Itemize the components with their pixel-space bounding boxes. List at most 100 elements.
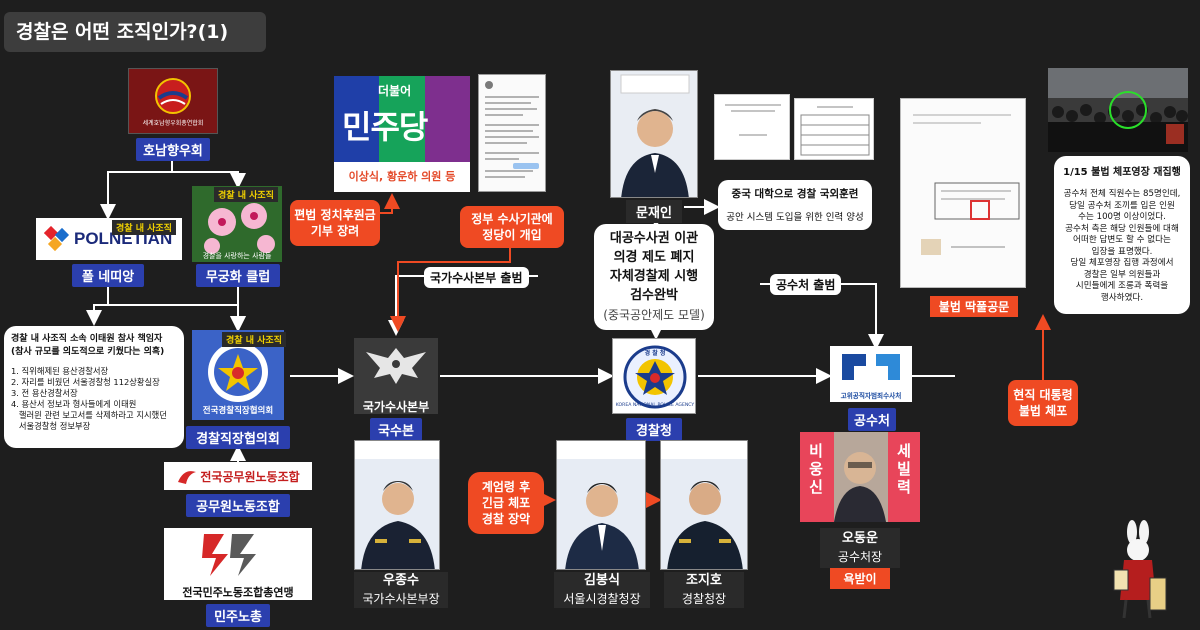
edge-hohyang-polnetian <box>100 160 173 220</box>
label-abuse: 욕받이 <box>830 568 890 589</box>
hohyang-emblem-text: 세계호남향우회총연합회 <box>142 119 204 127</box>
martial-box: 계엄령 후 긴급 체포 경찰 장악 <box>468 472 544 534</box>
person-portrait-icon <box>611 71 697 197</box>
edge-donation-minjoo <box>378 193 400 214</box>
police-emblem-text: KOREA NATIONAL POLICE AGENCY <box>615 403 695 408</box>
gukga-logo: 국가수사본부 <box>354 338 438 414</box>
protest-scene-icon <box>800 432 920 522</box>
central-line: 검수완박 <box>630 287 678 303</box>
itaewon-item: 3. 전 용산경찰서장 <box>11 388 78 399</box>
crowd-photo <box>1048 68 1188 152</box>
caption-oh: 오동운 공수처장 <box>820 528 900 569</box>
central-sub: (중국공안제도 모델) <box>603 308 705 323</box>
edge-hohyang-mugunghwa <box>171 160 246 189</box>
china-box: 중국 대학으로 경찰 국외훈련 공안 시스템 도입을 위한 인력 양성 <box>718 180 872 230</box>
polnetian-icon <box>44 226 70 252</box>
itaewon-item: 4. 용산서 정보과 형사들에게 이태원 핼러윈 관련 보고서를 삭제하라고 지… <box>11 399 167 431</box>
arrest-box: 현직 대통령 불법 체포 <box>1008 380 1078 426</box>
central-line: 의경 제도 폐지 <box>613 249 695 265</box>
person-role-kim: 서울시경찰청장 <box>563 591 641 606</box>
person-role-jo: 경찰청장 <box>681 591 727 606</box>
minju-logo-text: 전국민주노동조합총연맹 <box>182 586 294 599</box>
itaewon-item: 1. 직위해제된 용산경찰서장 <box>11 366 109 377</box>
police-top-text: 경 찰 청 <box>644 350 666 357</box>
edge-label-gukga: 국가수사본부 출범 <box>424 267 529 288</box>
caption-jo: 조지호 경찰청장 <box>664 572 744 609</box>
caption-woo: 우종수 국가수사본부장 <box>354 572 448 609</box>
person-name-woo: 우종수 <box>383 573 419 588</box>
hohyang-logo: 세계호남향우회총연합회 <box>128 68 218 134</box>
edge-intervene-gukga <box>390 248 511 332</box>
document-table-icon <box>800 106 870 156</box>
minjoo-top-text: 더불어 <box>378 84 412 98</box>
label-police: 경찰청 <box>626 418 682 441</box>
person-name-jo: 조지호 <box>686 573 722 588</box>
illegal-document <box>900 98 1026 288</box>
photo-woo <box>354 440 440 570</box>
photo-kim <box>556 440 646 570</box>
union-logo-text: 전국공무원노동조합 <box>200 469 300 484</box>
document-lines-icon <box>725 104 781 136</box>
rabbit-illustration <box>1104 520 1170 622</box>
edge-polnetian-council <box>107 285 246 332</box>
label-gongsucheo: 공수처 <box>848 408 896 431</box>
label-council: 경찰직장협의회 <box>186 426 290 449</box>
post-text-lines <box>485 81 539 178</box>
gongsucheo-logo-text: 고위공직자범죄수사처 <box>840 392 902 400</box>
donation-box: 편법 정치후원금 기부 장려 <box>290 200 380 246</box>
rabbit-icon <box>1113 520 1167 619</box>
tag-mugunghwa: 경찰 내 사조직 <box>214 187 278 202</box>
person-uniform-icon-2 <box>661 441 747 569</box>
union-logo: 전국공무원노동조합 <box>164 462 312 490</box>
label-moon: 문재인 <box>626 200 682 223</box>
person-role-oh: 공수처장 <box>837 549 883 564</box>
post-screenshot <box>478 74 546 192</box>
warrant-title: 1/15 불법 체포영장 재집행 <box>1063 167 1181 178</box>
document-1 <box>714 94 790 160</box>
mugunghwa-caption: 경찰을 사랑하는 사람들 <box>202 252 272 260</box>
caption-kim: 김봉식 서울시경찰청장 <box>554 572 650 609</box>
label-minju: 민주노총 <box>206 604 270 627</box>
union-emblem-icon <box>178 471 197 484</box>
police-logo: 경 찰 청 KOREA NATIONAL POLICE AGENCY <box>612 338 696 414</box>
minjoo-members: 이상식, 황운하 의원 등 <box>348 170 456 183</box>
china-box-sub: 공안 시스템 도입을 위한 인력 양성 <box>726 212 864 223</box>
person-suit-icon <box>557 441 645 569</box>
warrant-box: 1/15 불법 체포영장 재집행 공수처 전체 직원수는 85명인데, 당일 공… <box>1054 156 1190 314</box>
warrant-body: 공수처 전체 직원수는 85명인데, 당일 공수처 조끼를 입은 인원 수는 1… <box>1063 189 1181 303</box>
minju-emblem-icon <box>202 534 256 576</box>
intervene-box: 정부 수사기관에 정당이 개입 <box>460 206 564 248</box>
china-box-title: 중국 대학으로 경찰 국외훈련 <box>731 188 859 200</box>
council-logo-text: 전국경찰직장협의회 <box>202 406 274 416</box>
hohyang-emblem-icon <box>155 77 191 114</box>
person-uniform-icon <box>355 441 439 569</box>
tag-council: 경찰 내 사조직 <box>222 332 286 347</box>
police-emblem-icon <box>623 345 687 409</box>
minjoo-main-text: 민주당 <box>342 108 428 146</box>
itaewon-item: 2. 자리를 비웠던 서울경찰청 112상황실장 <box>11 377 160 388</box>
eagle-icon <box>366 348 426 384</box>
label-union: 공무원노동조합 <box>186 494 290 517</box>
gukga-logo-text: 국가수사본부 <box>362 400 430 414</box>
gongsucheo-emblem-icon <box>842 354 900 380</box>
document-2 <box>794 98 874 160</box>
label-illegal: 불법 딱풀공문 <box>930 296 1018 317</box>
document-stamp-icon <box>913 114 1020 255</box>
tag-polnetian: 경찰 내 사조직 <box>112 220 176 235</box>
protest-banner-left: 비 웅 신 <box>809 442 829 496</box>
protest-photo: 비 웅 신 세 빌 력 <box>800 432 920 522</box>
page-title: 경찰은 어떤 조직인가?(1) <box>4 12 266 52</box>
edge-polnetian-itaewon <box>86 285 109 326</box>
label-hohyang: 호남향우회 <box>136 138 210 161</box>
person-name-kim: 김봉식 <box>584 573 620 588</box>
person-role-woo: 국가수사본부장 <box>362 591 440 606</box>
itaewon-box: 경찰 내 사조직 소속 이태원 참사 책임자 (참사 규모를 의도적으로 키웠다… <box>4 326 184 448</box>
moon-photo <box>610 70 698 198</box>
label-mugunghwa: 무궁화 클럽 <box>196 264 280 287</box>
photo-jo <box>660 440 748 570</box>
minju-logo: 전국민주노동조합총연맹 <box>164 528 312 600</box>
label-gukga: 국수본 <box>370 418 422 441</box>
minjoo-logo: 더불어 민주당 이상식, 황운하 의원 등 <box>334 76 470 192</box>
protest-banner-right: 세 빌 력 <box>897 442 917 496</box>
